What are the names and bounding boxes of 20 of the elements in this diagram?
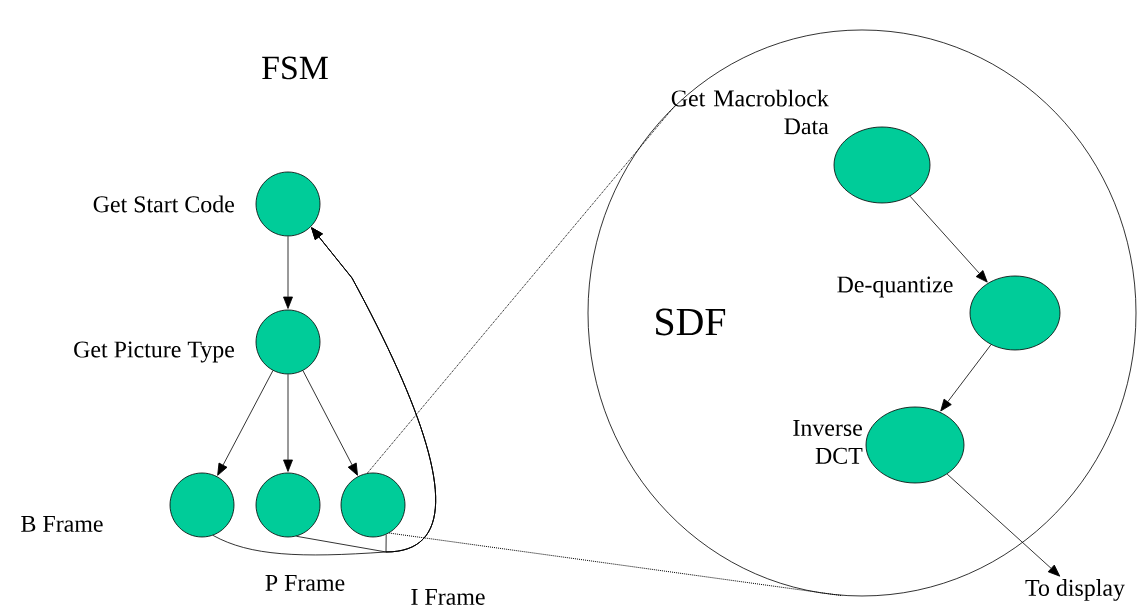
node-label: B Frame	[21, 516, 103, 532]
arrow	[283, 236, 293, 309]
arrow	[946, 473, 1061, 577]
node-label: Get Macroblock Data	[671, 89, 829, 135]
output-label: To display	[1025, 579, 1125, 601]
node-label: P Frame	[265, 575, 345, 591]
region-label: SDF	[656, 308, 726, 336]
section-label: FSM	[262, 56, 328, 80]
arrow	[217, 370, 274, 476]
node-label: Get Start Code	[93, 195, 234, 213]
node-label: Get Picture Type	[74, 341, 234, 363]
node-label: I Frame	[411, 589, 485, 605]
node-label: Inverse DCT	[793, 420, 863, 464]
arrow	[302, 370, 358, 476]
arrow	[940, 344, 992, 412]
arrow	[909, 195, 988, 283]
zoom-line	[388, 532, 843, 597]
arrow	[283, 374, 293, 472]
zoom-line	[366, 104, 676, 474]
node-label: De-quantize	[837, 276, 953, 298]
